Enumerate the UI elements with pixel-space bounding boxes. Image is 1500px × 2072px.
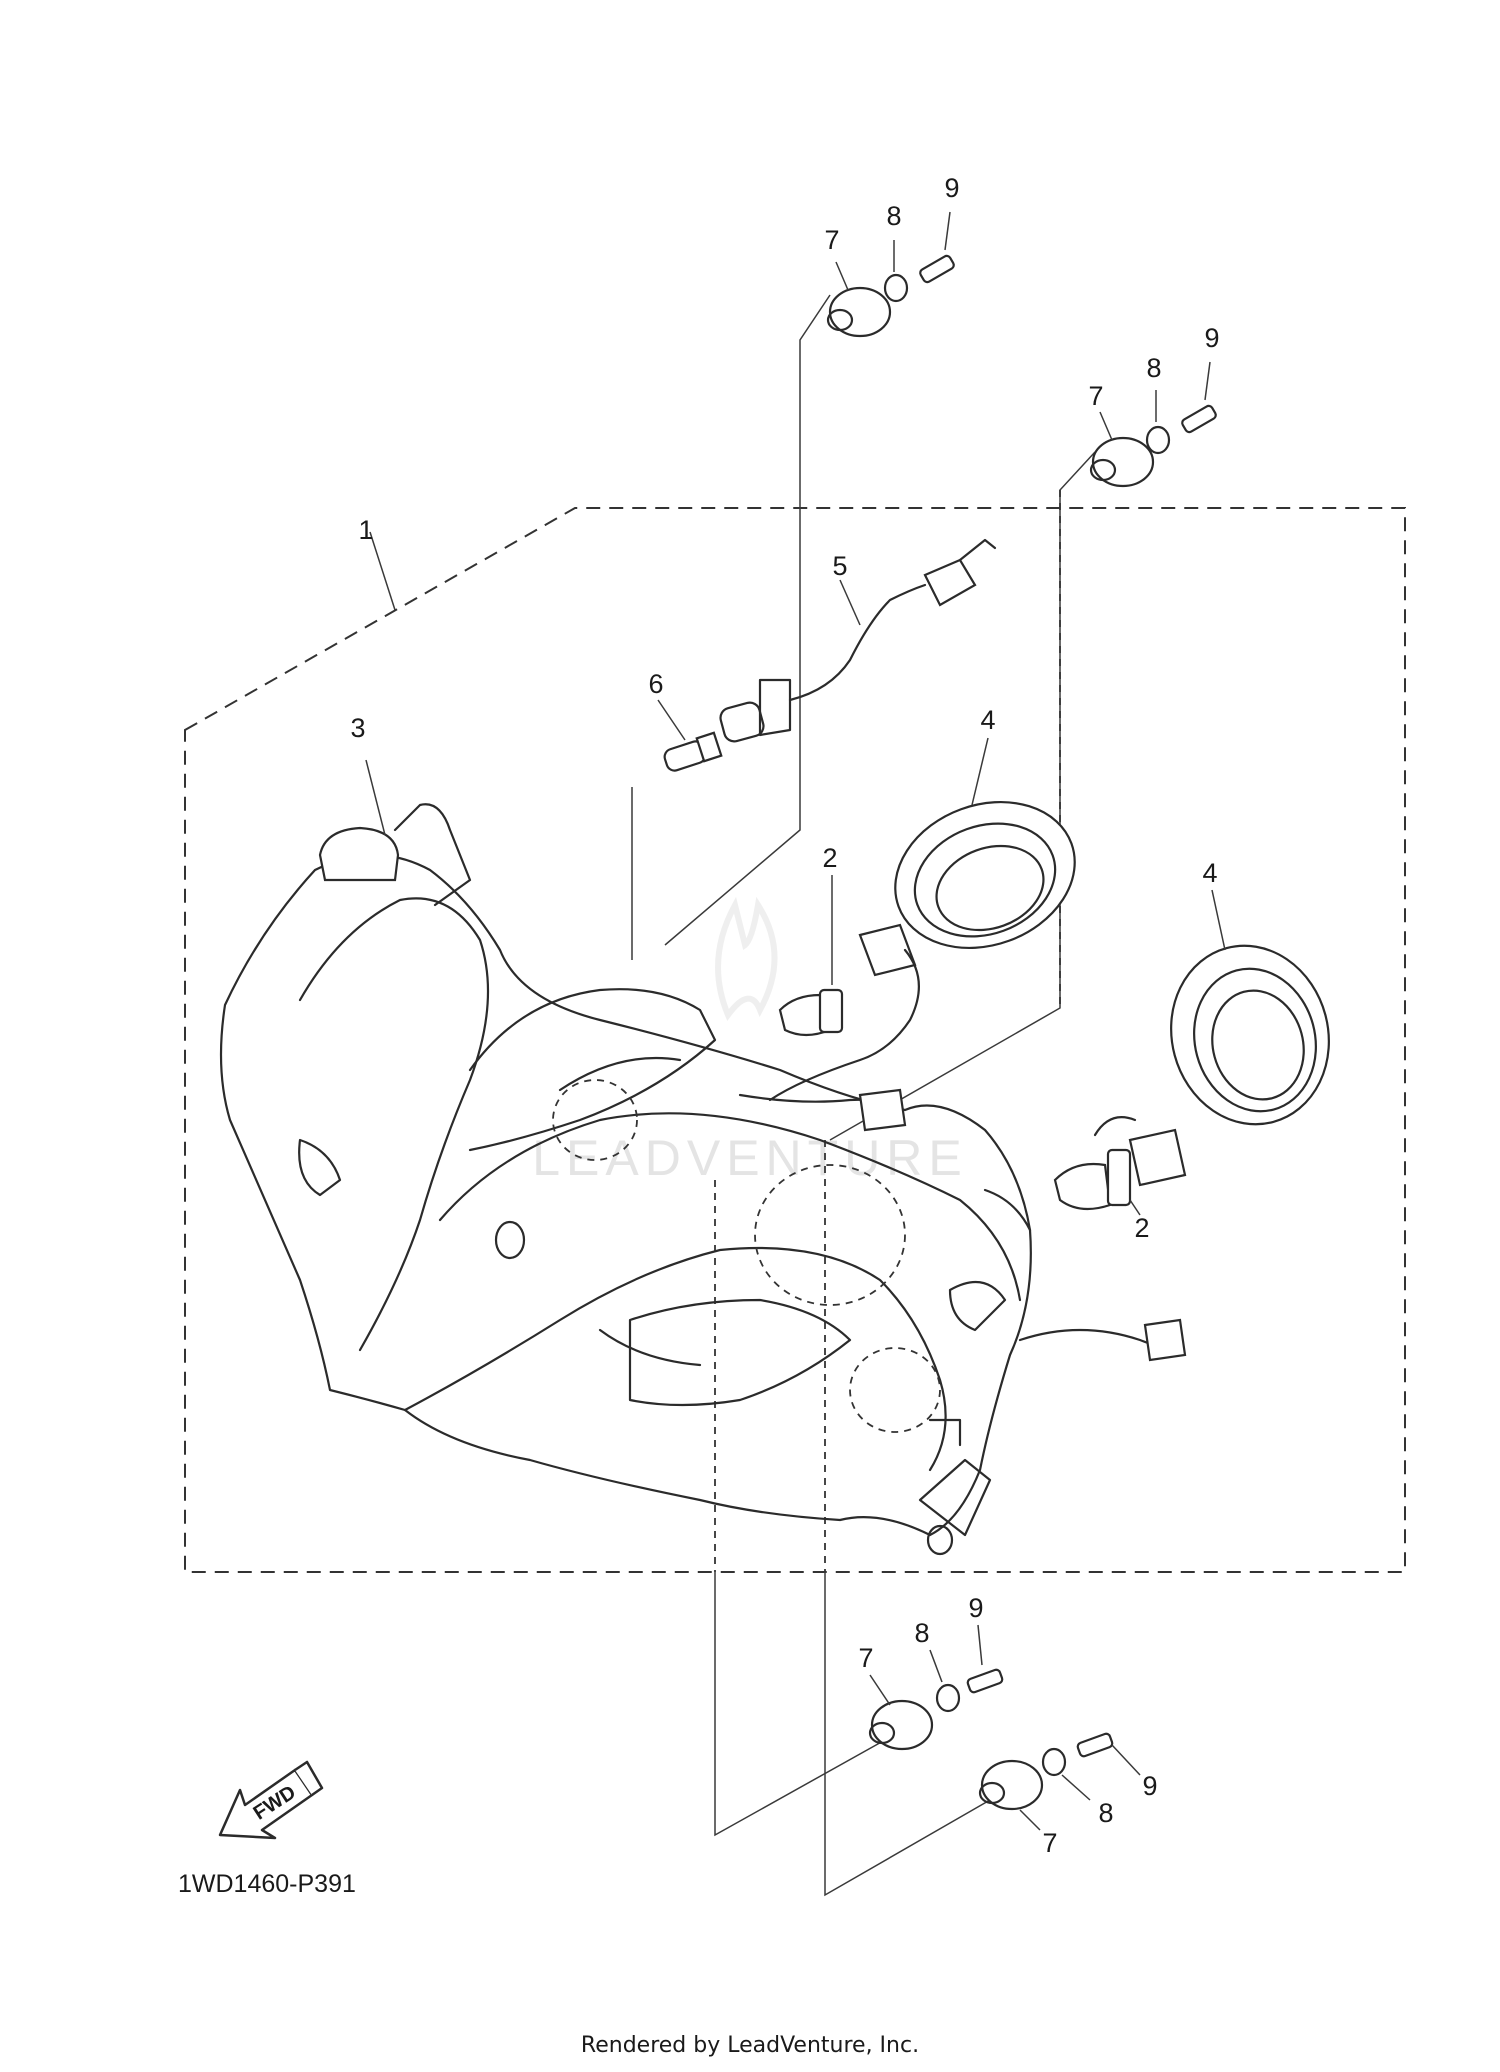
callout-7-top-right: 7	[1088, 381, 1103, 411]
leader-5	[839, 579, 861, 626]
leader-3	[365, 759, 386, 836]
callout-4-lower: 4	[1202, 858, 1217, 888]
callout-7-bottom-left: 7	[858, 1643, 873, 1673]
leader-9d	[1111, 1744, 1141, 1776]
fastener-lines	[631, 294, 1096, 1897]
callout-2-upper: 2	[822, 843, 837, 873]
watermark-logo	[715, 896, 778, 1022]
leader-7b	[1099, 411, 1113, 441]
headlight-housing	[219, 853, 1032, 1556]
ring-part-4-lower	[1170, 944, 1330, 1126]
callout-9-bottom-left: 9	[968, 1593, 983, 1623]
bulb-part-2-upper	[768, 923, 920, 1102]
fastener-set-top-left	[826, 254, 955, 338]
callout-7-bottom-right: 7	[1042, 1828, 1057, 1858]
leader-7d	[1019, 1809, 1041, 1831]
leader-1	[369, 531, 396, 611]
leader-7a	[835, 261, 849, 291]
bulb-part-2-lower	[1053, 1116, 1187, 1211]
leader-6	[657, 699, 686, 741]
leader-8d	[1061, 1774, 1091, 1801]
callout-8-bottom-left: 8	[914, 1618, 929, 1648]
callout-9-bottom-right: 9	[1142, 1771, 1157, 1801]
leader-9a	[944, 211, 951, 251]
credit-text: Rendered by LeadVenture, Inc.	[581, 2033, 919, 2058]
connector-lower	[1143, 1318, 1187, 1362]
callout-5: 5	[832, 551, 847, 581]
leader-2-lower	[1129, 1199, 1141, 1216]
callout-3: 3	[350, 713, 365, 743]
assembly-boundary	[184, 507, 1406, 1573]
callout-2-lower: 2	[1134, 1213, 1149, 1243]
bulb-part-6	[663, 731, 723, 772]
leader-4-upper	[971, 737, 989, 806]
callout-8-top-right: 8	[1146, 353, 1161, 383]
leader-9b	[1204, 361, 1211, 401]
callout-4-upper: 4	[980, 705, 995, 735]
leader-9c	[977, 1624, 983, 1666]
fastener-set-bottom-left	[868, 1668, 1004, 1751]
callout-7-top-left: 7	[824, 225, 839, 255]
watermark-text: LEADVENTURE	[532, 1130, 968, 1186]
socket-part-3	[318, 803, 472, 907]
callout-1: 1	[358, 515, 373, 545]
forward-arrow-icon	[218, 1760, 324, 1840]
callout-6: 6	[648, 669, 663, 699]
leader-8c	[929, 1649, 943, 1683]
fastener-set-top-right	[1089, 404, 1217, 488]
callout-9-top-right: 9	[1204, 323, 1219, 353]
callout-8-bottom-right: 8	[1098, 1798, 1113, 1828]
wire-harness-part-5	[719, 538, 997, 743]
leader-4-lower	[1211, 889, 1226, 951]
callout-8-top-left: 8	[886, 201, 901, 231]
connector-middle	[858, 1088, 907, 1132]
fastener-set-bottom-right	[978, 1732, 1114, 1811]
diagram-code: 1WD1460-P391	[178, 1870, 356, 1898]
callout-9-top-left: 9	[944, 173, 959, 203]
ring-part-4-upper	[894, 800, 1076, 950]
leader-7c	[869, 1674, 891, 1706]
